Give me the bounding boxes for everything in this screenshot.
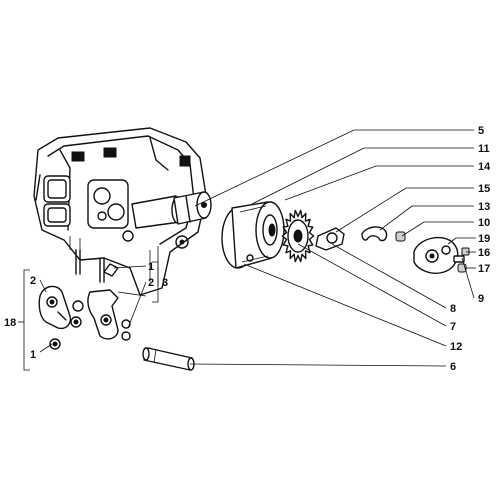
label-1-left: 1 — [30, 349, 36, 361]
decompressor-parts — [315, 226, 406, 251]
label-2-right: 2 — [148, 277, 154, 289]
label-9: 9 — [478, 293, 484, 305]
cam-bearing-housing — [221, 201, 285, 269]
label-1-right: 1 — [148, 261, 154, 273]
label-7: 7 — [450, 321, 456, 333]
label-8: 8 — [450, 303, 456, 315]
label-11: 11 — [478, 143, 490, 155]
cylinder-head — [33, 127, 207, 296]
leader-lines — [18, 129, 476, 371]
label-15: 15 — [478, 183, 490, 195]
label-10: 10 — [478, 217, 490, 229]
part-labels: 5 11 14 15 13 10 19 16 17 9 8 7 12 6 18 … — [4, 125, 491, 373]
label-12: 12 — [450, 341, 462, 353]
label-16: 16 — [478, 247, 490, 259]
label-5: 5 — [478, 125, 484, 137]
timing-sprocket — [281, 209, 315, 263]
rocker-arms — [38, 263, 131, 350]
label-19: 19 — [478, 233, 490, 245]
label-2-left: 2 — [30, 275, 36, 287]
label-18: 18 — [4, 317, 16, 329]
label-14: 14 — [478, 161, 491, 173]
label-3: 3 — [162, 277, 168, 289]
rocker-shaft — [142, 347, 195, 371]
camshaft — [131, 191, 212, 229]
label-6: 6 — [450, 361, 456, 373]
label-17: 17 — [478, 263, 490, 275]
label-13: 13 — [478, 201, 490, 213]
centrifugal-weight — [413, 236, 470, 274]
